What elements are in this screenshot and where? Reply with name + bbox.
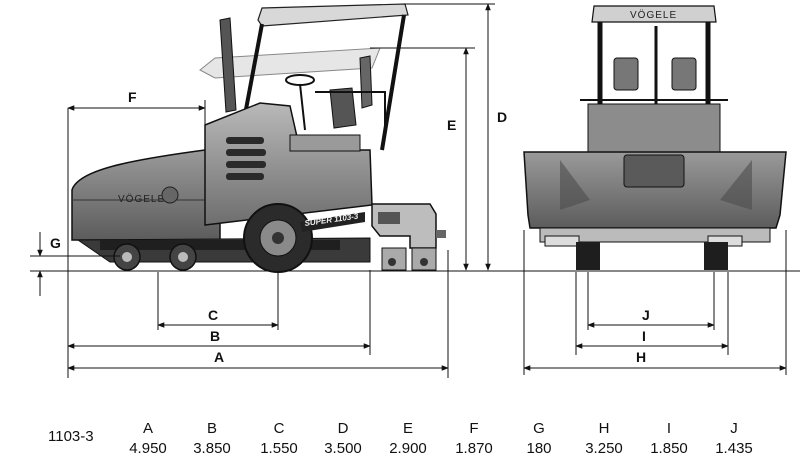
dim-label-g: G — [50, 235, 61, 251]
spec-col-d-value: 3.500 — [324, 440, 362, 457]
dim-label-j: J — [642, 307, 650, 323]
dim-label-d: D — [497, 109, 507, 125]
spec-col-h-value: 3.250 — [585, 440, 623, 457]
spec-col-d-label: D — [337, 420, 349, 437]
dim-label-b: B — [210, 328, 220, 344]
side-brand: VÖGELE — [118, 193, 165, 205]
spec-col-e-value: 2.900 — [389, 440, 427, 457]
spec-col-a-label: A — [142, 420, 153, 437]
dim-label-f: F — [128, 89, 137, 105]
spec-col-h-label: H — [598, 420, 610, 437]
paver-side-view: VÖGELE SUPER 1103- — [71, 3, 446, 273]
front-brand: VÖGELE — [630, 9, 677, 21]
dim-label-e: E — [447, 117, 456, 133]
spec-col-g-label: G — [533, 420, 545, 437]
spec-col-f-label: F — [469, 420, 479, 437]
spec-col-c-label: C — [273, 420, 285, 437]
spec-col-b-value: 3.850 — [193, 440, 231, 457]
dim-label-c: C — [208, 307, 218, 323]
spec-col-g-value: 180 — [526, 440, 552, 457]
spec-col-f-value: 1.870 — [455, 440, 493, 457]
dim-label-h: H — [636, 349, 646, 365]
spec-col-e-label: E — [402, 420, 413, 437]
spec-col-c-value: 1.550 — [260, 440, 298, 457]
spec-col-j-label: J — [730, 420, 738, 437]
spec-model: 1103-3 — [48, 428, 94, 445]
paver-front-view: VÖGELE — [523, 5, 787, 270]
spec-col-i-label: I — [666, 420, 672, 437]
dimension-lines — [30, 3, 787, 378]
dim-label-a: A — [214, 349, 224, 365]
spec-col-j-value: 1.435 — [715, 440, 753, 457]
dim-label-i: I — [642, 328, 646, 344]
spec-col-i-value: 1.850 — [650, 440, 688, 457]
spec-col-a-value: 4.950 — [129, 440, 167, 457]
dimension-drawing: VÖGELE SUPER 1103- — [30, 3, 800, 378]
spec-col-b-label: B — [206, 420, 217, 437]
spec-table: 1103-3 A 4.950 B 3.850 C 1.550 D 3.500 E… — [0, 418, 800, 467]
